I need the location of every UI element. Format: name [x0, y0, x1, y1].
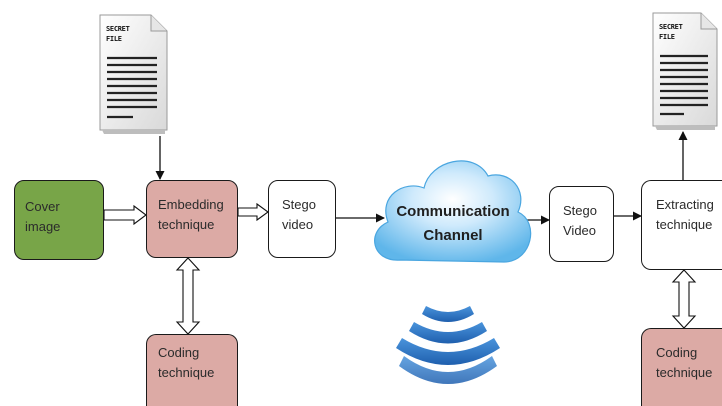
coding-technique-left-box: Coding technique	[146, 334, 238, 406]
stego-video-left-line1: Stego	[282, 197, 316, 212]
cover-image-line2: image	[25, 219, 61, 235]
stego-video-left-line2: video	[282, 217, 314, 233]
hollow-arrow-embedding-coding	[175, 257, 201, 335]
hollow-arrow-extracting-coding	[671, 269, 697, 329]
stego-video-right-line1: Stego	[563, 203, 597, 218]
extracting-technique-line2: technique	[656, 217, 713, 233]
cover-image-box: Cover image	[14, 180, 104, 260]
stego-video-right-box: Stego Video	[549, 186, 614, 262]
extracting-technique-box: Extracting technique	[641, 180, 722, 270]
stego-video-right-line2: Video	[563, 223, 597, 239]
coding-technique-right-box: Coding technique	[641, 328, 722, 406]
embedding-technique-line1: Embedding	[158, 197, 224, 212]
stego-video-left-box: Stego video	[268, 180, 336, 258]
embedding-technique-line2: technique	[158, 217, 215, 233]
coding-technique-right-line1: Coding	[656, 345, 698, 360]
secret-file-right: SECRET FILE	[652, 12, 718, 132]
secret-file-left: SECRET FILE	[99, 14, 168, 136]
cloud-icon	[374, 160, 532, 263]
secret-file-title-line1: SECRET	[106, 25, 130, 33]
embedding-technique-box: Embedding technique	[146, 180, 238, 258]
communication-channel-line2: Channel	[423, 227, 483, 244]
document-icon	[652, 12, 718, 130]
communication-channel-label: Communication Channel	[378, 200, 528, 248]
hollow-arrow-embedding-to-stego	[237, 202, 269, 222]
cover-image-line1: Cover	[25, 199, 60, 214]
wifi-icon	[396, 306, 500, 384]
extracting-technique-line1: Extracting	[656, 197, 714, 212]
coding-technique-right-line2: technique	[656, 365, 713, 381]
hollow-arrow-cover-to-embedding	[103, 204, 147, 226]
document-icon	[99, 14, 168, 134]
secret-file-title-line1: SECRET	[659, 23, 683, 31]
coding-technique-left-line1: Coding	[158, 345, 200, 360]
coding-technique-left-line2: technique	[158, 365, 215, 381]
communication-channel-line1: Communication	[396, 203, 510, 220]
secret-file-title-line2: FILE	[659, 33, 675, 41]
secret-file-title-line2: FILE	[106, 35, 122, 43]
